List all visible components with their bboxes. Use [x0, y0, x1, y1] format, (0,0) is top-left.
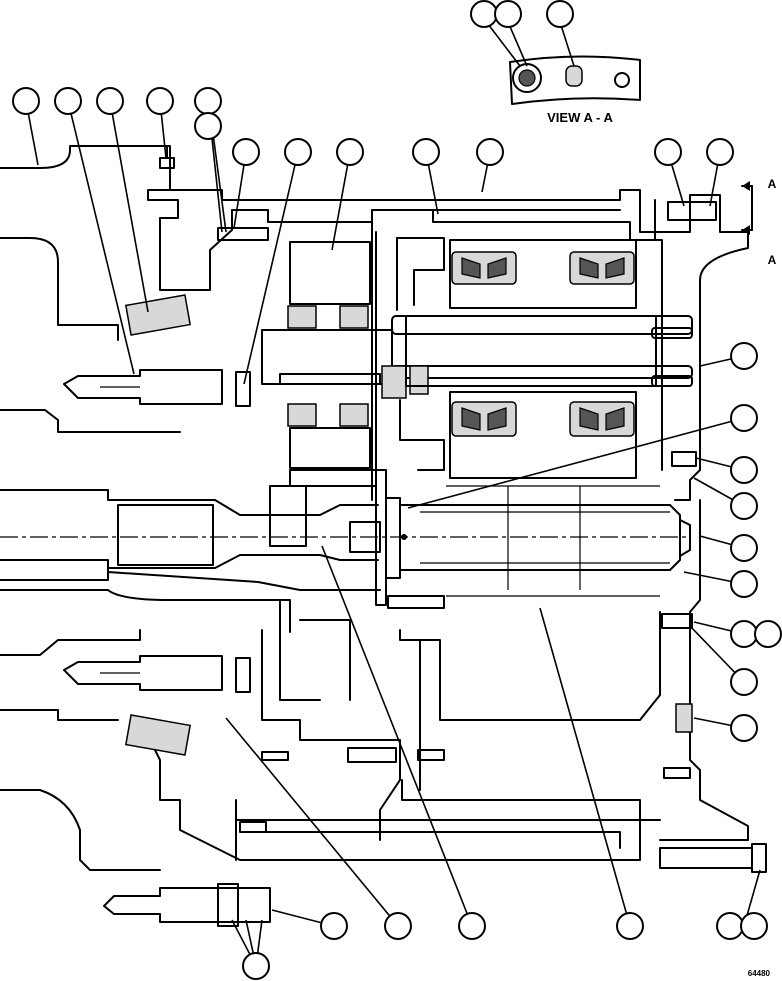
figure-id: 64480 [748, 969, 771, 978]
callout-bubbles [12, 0, 782, 980]
section-letter-top: A [768, 177, 777, 191]
ring-gear [269, 469, 660, 609]
housing-outline [0, 145, 749, 871]
tapered-bearings [287, 241, 635, 469]
main-shaft [0, 469, 691, 606]
section-marker: A A [741, 177, 777, 267]
view-a-a-title: VIEW A - A [547, 110, 613, 125]
view-a-a-inset: VIEW A - A [487, 21, 641, 125]
fasteners [63, 145, 767, 927]
leader-lines [25, 100, 761, 967]
section-letter-bottom: A [768, 253, 777, 267]
planet-pins [261, 315, 693, 399]
